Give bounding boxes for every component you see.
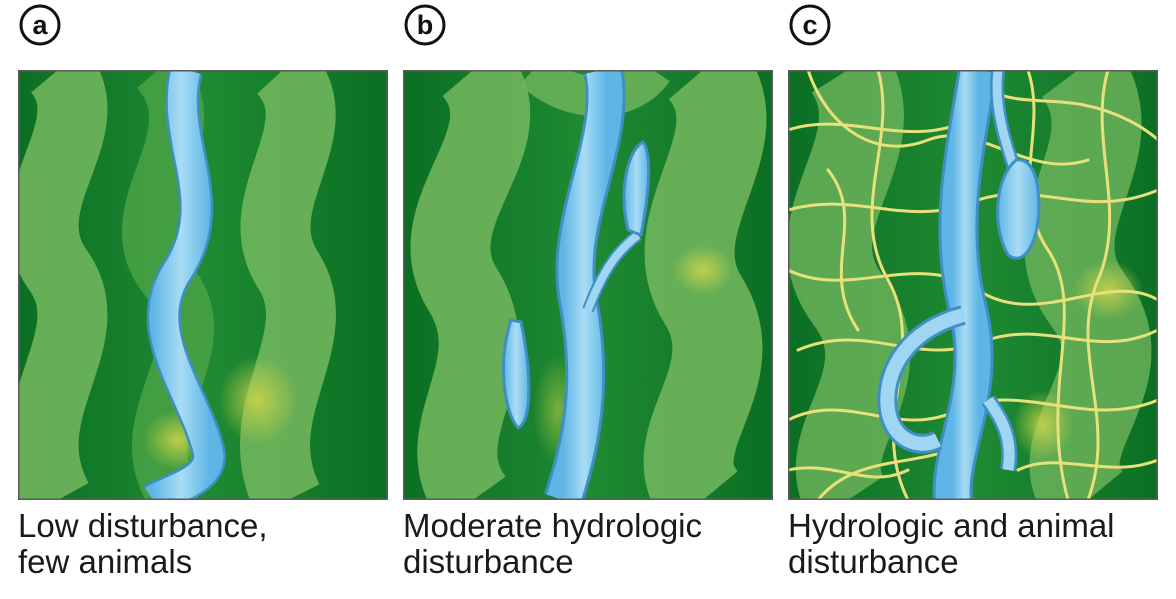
oxbow-pond [502, 318, 531, 430]
meander-scar-band [643, 70, 767, 500]
floodplain-illustration-a [18, 70, 388, 500]
caption-line: few animals [18, 543, 193, 580]
panel-letter-c: c [802, 10, 817, 40]
panel-letter-badge-b: b [404, 4, 446, 46]
panel-caption-c: Hydrologic and animal disturbance [788, 508, 1168, 580]
side-channel [880, 308, 965, 451]
meander-scar-band [410, 70, 531, 500]
meander-scar-band [18, 70, 108, 500]
panel-a: a Low disturbance, few animals [18, 0, 388, 599]
floodplain-illustration-b [403, 70, 773, 500]
meander-scar-band [788, 70, 911, 500]
river-channel [144, 70, 224, 500]
animal-trail [1016, 458, 1158, 472]
panel-caption-a: Low disturbance, few animals [18, 508, 398, 580]
floodplain-illustration-c [788, 70, 1158, 500]
beaver-pond [996, 158, 1041, 260]
panel-letter-badge-c: c [789, 4, 831, 46]
panel-caption-b: Moderate hydrologic disturbance [403, 508, 783, 580]
wetland-patch [218, 355, 298, 445]
panel-letter-b: b [417, 10, 434, 40]
side-channel [983, 396, 1015, 471]
animal-trail [986, 88, 1158, 142]
animal-trail [1086, 70, 1112, 500]
animal-trail [788, 466, 910, 479]
river-channel [546, 70, 623, 500]
river-channel [935, 70, 995, 500]
animal-trail [826, 168, 860, 332]
panel-b: b Moderate hydrologic disturbance [403, 0, 773, 599]
animal-trail [1026, 70, 1070, 500]
caption-line: Moderate hydrologic [403, 507, 702, 544]
panel-letter-badge-a: a [19, 4, 61, 46]
panel-letter-a: a [32, 10, 48, 40]
wetland-patch [1073, 260, 1143, 320]
oxbow-pond [622, 140, 651, 238]
animal-trail [788, 118, 970, 134]
wetland-patch [673, 245, 733, 295]
caption-line: disturbance [403, 543, 574, 580]
caption-line: Hydrologic and animal [788, 507, 1115, 544]
animal-trail [806, 70, 1090, 166]
panel-c: c [788, 0, 1158, 599]
caption-line: disturbance [788, 543, 959, 580]
side-channel [584, 231, 641, 312]
caption-line: Low disturbance, [18, 507, 268, 544]
